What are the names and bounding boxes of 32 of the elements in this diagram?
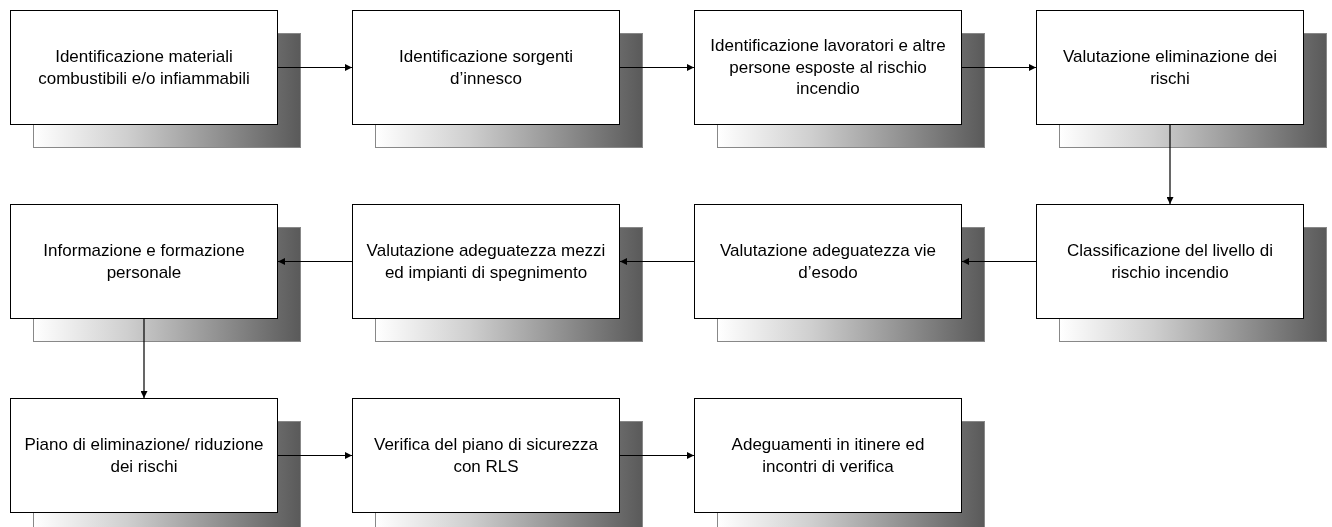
box-label: Valutazione adeguatezza vie d’esodo xyxy=(718,239,938,284)
process-box xyxy=(694,204,962,319)
process-box xyxy=(352,398,620,513)
process-box xyxy=(10,398,278,513)
arrow xyxy=(140,318,148,399)
arrow xyxy=(277,452,353,459)
arrow xyxy=(1166,124,1174,205)
process-box xyxy=(10,10,278,125)
process-box xyxy=(694,10,962,125)
box-label: Identificazione materiali combustibili e/o infiammabili xyxy=(37,45,251,90)
box-label: Valutazione adeguatezza mezzi ed impianti di spegnimento xyxy=(365,239,607,284)
arrow xyxy=(619,258,695,265)
box-label: Verifica del piano di sicurezza con RLS xyxy=(373,433,599,478)
arrow xyxy=(277,258,353,265)
box-label: Identificazione sorgenti d’innesco xyxy=(398,45,574,90)
box-label: Adeguamenti in itinere ed incontri di verifica xyxy=(730,433,926,478)
box-label: Classificazione del livello di rischio incendio xyxy=(1066,239,1274,284)
process-box xyxy=(1036,204,1304,319)
process-box xyxy=(1036,10,1304,125)
process-box xyxy=(352,204,620,319)
arrow xyxy=(961,64,1037,71)
process-box xyxy=(352,10,620,125)
box-label: Informazione e formazione personale xyxy=(42,239,246,284)
box-label: Identificazione lavoratori e altre persone esposte al rischio incendio xyxy=(709,34,947,101)
arrow xyxy=(619,452,695,459)
process-box xyxy=(694,398,962,513)
arrow xyxy=(961,258,1037,265)
arrow xyxy=(619,64,695,71)
box-label: Piano di eliminazione/ riduzione dei rischi xyxy=(23,433,265,478)
arrow xyxy=(277,64,353,71)
process-box xyxy=(10,204,278,319)
box-label: Valutazione eliminazione dei rischi xyxy=(1061,45,1279,90)
